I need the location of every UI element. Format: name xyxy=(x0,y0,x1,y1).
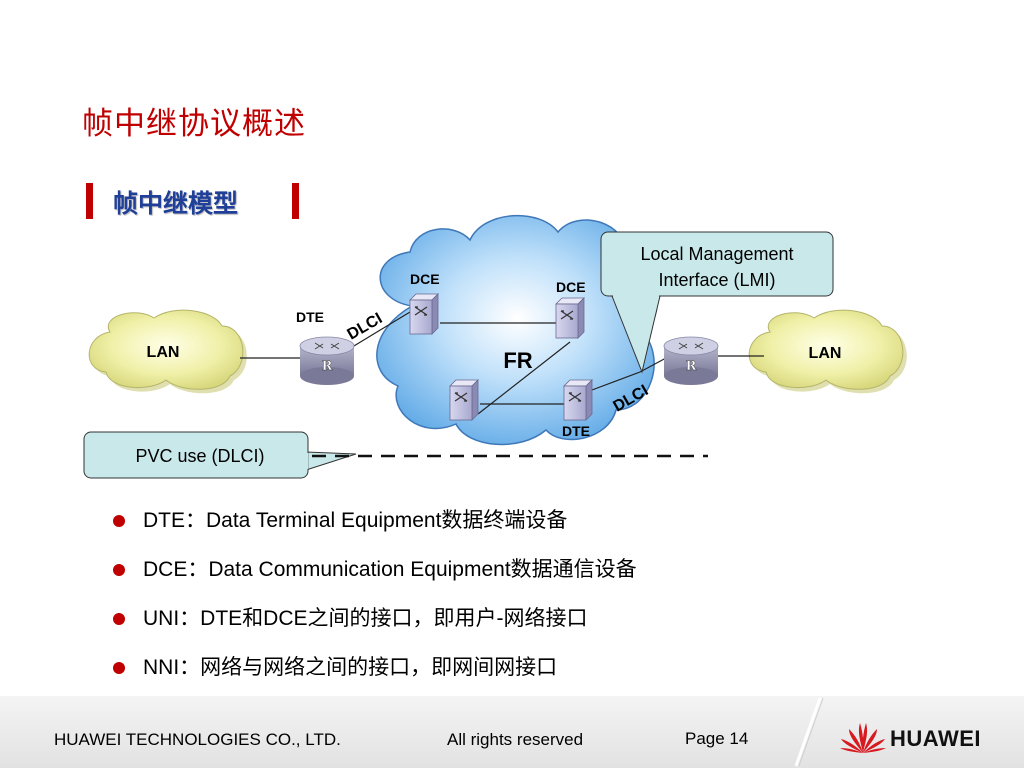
router-icon: R xyxy=(299,336,355,385)
lan-cloud-left xyxy=(88,309,247,394)
section-bracket-left xyxy=(86,183,93,219)
footer-page-number: Page 14 xyxy=(685,729,749,748)
fr-cloud-label: FR xyxy=(503,348,532,373)
section-title: 帧中继模型 xyxy=(113,189,239,218)
huawei-logo-icon xyxy=(840,723,886,753)
router-icon: R xyxy=(663,336,719,385)
huawei-logo-text: HUAWEI xyxy=(890,726,981,751)
footer-company: HUAWEI TECHNOLOGIES CO., LTD. xyxy=(54,730,341,749)
bullet-dot-icon xyxy=(113,515,125,527)
link-router-right xyxy=(639,357,667,373)
bullet-dot-icon xyxy=(113,613,125,625)
pvc-callout: PVC use (DLCI) xyxy=(83,431,357,479)
lmi-callout-line1: Local Management xyxy=(640,244,793,264)
bullet-text: DCE：Data Communication Equipment数据通信设备 xyxy=(143,558,637,581)
section-bracket-right xyxy=(292,183,299,219)
bullet-dot-icon xyxy=(113,564,125,576)
bullet-text: UNI：DTE和DCE之间的接口，即用户-网络接口 xyxy=(143,607,588,630)
lmi-callout-line2: Interface (LMI) xyxy=(658,270,775,290)
list-item: UNI：DTE和DCE之间的接口，即用户-网络接口 xyxy=(113,601,637,650)
network-links xyxy=(240,311,764,415)
bullet-text: NNI：网络与网络之间的接口，即网间网接口 xyxy=(143,656,558,679)
link-sw4-router-right xyxy=(591,371,641,391)
footer-divider-lines xyxy=(794,697,824,767)
lan-cloud-right xyxy=(748,309,907,394)
link-router-left-dce1 xyxy=(343,311,411,353)
slide-title: 帧中继协议概述 xyxy=(82,106,306,142)
list-item: DCE：Data Communication Equipment数据通信设备 xyxy=(113,552,637,601)
lan-right-label: LAN xyxy=(809,345,842,362)
dte-left-label: DTE xyxy=(296,309,324,325)
pvc-callout-text: PVC use (DLCI) xyxy=(135,446,264,466)
frame-relay-switch-icon xyxy=(449,379,479,421)
dce-label-1: DCE xyxy=(410,271,440,287)
lan-left-label: LAN xyxy=(147,344,180,361)
slide-footer xyxy=(0,696,1024,768)
dte-bottom-label: DTE xyxy=(562,423,590,439)
dlci-left-label: DLCI xyxy=(345,310,386,343)
router-label-left: R xyxy=(322,359,333,374)
bullet-text: DTE：Data Terminal Equipment数据终端设备 xyxy=(143,509,568,532)
frame-relay-diagram: R R LAN LAN FR DTE DCE DCE DTE DLCI DLCI… xyxy=(83,214,907,479)
frame-relay-switch-icon xyxy=(555,297,585,339)
lmi-callout: Local Management Interface (LMI) xyxy=(600,231,834,374)
footer-rights: All rights reserved xyxy=(447,730,584,749)
list-item: NNI：网络与网络之间的接口，即网间网接口 xyxy=(113,650,637,699)
frame-relay-switch-icon xyxy=(409,293,439,335)
frame-relay-switch-icon xyxy=(563,379,593,421)
router-label-right: R xyxy=(686,359,697,374)
list-item: DTE：Data Terminal Equipment数据终端设备 xyxy=(113,503,637,552)
bullet-dot-icon xyxy=(113,662,125,674)
dce-label-2: DCE xyxy=(556,279,586,295)
link-dce2-sw3 xyxy=(477,341,571,415)
definition-list: DTE：Data Terminal Equipment数据终端设备 DCE：Da… xyxy=(113,503,637,699)
